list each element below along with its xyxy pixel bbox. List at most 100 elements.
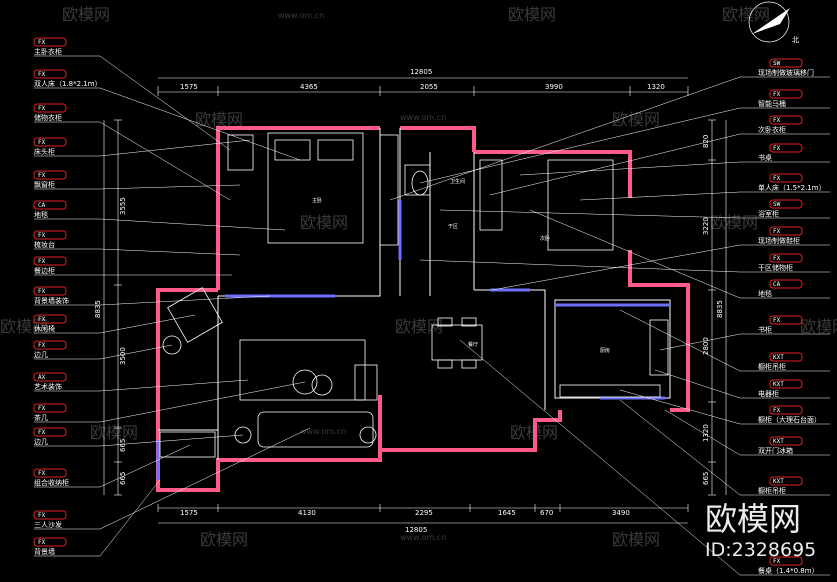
dim-right-total: 8835 <box>716 300 724 318</box>
legend-code-box <box>769 556 803 566</box>
watermark-brand: 欧模网 <box>508 5 556 24</box>
legend-code: CA <box>38 202 46 209</box>
legend-label: 双人床（1.8*2.1m） <box>34 79 102 88</box>
legend-code: FX <box>773 317 781 324</box>
legend-code-box <box>33 256 67 266</box>
legend-label: 次卧衣柜 <box>758 125 786 134</box>
legend-code-box <box>769 89 803 99</box>
room-bath: 卫生间 <box>450 178 465 185</box>
legend-label: 边几 <box>34 437 48 446</box>
room-second: 次卧 <box>540 235 550 242</box>
legend-code: FX <box>38 429 46 436</box>
legend-code: SW <box>773 201 781 208</box>
legend-label: 三人沙发 <box>34 520 62 529</box>
watermark-brand: 欧模网 <box>300 213 348 232</box>
legend-code: KXT <box>773 354 784 361</box>
legend-code: FX <box>38 512 46 519</box>
legend-code: FX <box>773 117 781 124</box>
dim-bottom-seg: 2295 <box>415 509 433 517</box>
legend-code: FX <box>38 258 46 265</box>
legend-label: 现场制做鞋柜 <box>758 236 800 245</box>
legend-code: FX <box>773 228 781 235</box>
watermark-brand: 欧模网 <box>800 317 837 336</box>
watermark-brand: 欧模网 <box>0 317 48 336</box>
legend-label: 书桌 <box>758 153 772 162</box>
legend-code: FX <box>773 558 781 565</box>
double-bed <box>267 132 364 244</box>
dim-right-seg: 665 <box>702 472 710 485</box>
legend-code-box <box>769 199 803 209</box>
dim-right-seg: 820 <box>702 135 710 148</box>
legend-code-box <box>769 143 803 153</box>
watermark-brand: 欧模网 <box>612 110 660 129</box>
watermark-brand: 欧模网 <box>90 423 138 442</box>
legend-code: FX <box>773 145 781 152</box>
legend-code: FX <box>773 255 781 262</box>
legend-code-box <box>769 476 803 486</box>
legend-code-box <box>33 468 67 478</box>
watermark-brand: 欧模网 <box>722 5 770 24</box>
compass: 北 <box>748 1 799 44</box>
dim-bottom-seg: 4130 <box>298 509 316 517</box>
legend-code-box <box>33 286 67 296</box>
legend-code-box <box>769 405 803 415</box>
legend-code: FX <box>38 71 46 78</box>
legend-label: 餐桌（1.4*0.8m） <box>758 566 819 575</box>
room-labels: 主卧 卫生间 干区 次卧 厨房 餐厅 <box>312 178 610 354</box>
dim-left-total: 8835 <box>94 300 102 318</box>
dim-right-seg: 1320 <box>702 424 710 442</box>
legend-code-box <box>33 137 67 147</box>
legend-code: FX <box>38 342 46 349</box>
legend-code: FX <box>38 105 46 112</box>
legend-code: FX <box>38 470 46 477</box>
legend-code-box <box>769 115 803 125</box>
watermark-brand: 欧模网 <box>395 317 443 336</box>
legend-code: FX <box>38 232 46 239</box>
legend-code-box <box>769 253 803 263</box>
dim-top-seg: 4365 <box>300 83 318 91</box>
legend-code-box <box>769 279 803 289</box>
legend-label: 储物衣柜 <box>34 113 62 122</box>
legend-code-box <box>769 379 803 389</box>
watermark-url: www.om.cn <box>400 533 446 542</box>
legend-label: 书柜 <box>758 325 772 334</box>
dim-left-seg: 3500 <box>119 347 127 365</box>
legend-code-box <box>769 58 803 68</box>
legend-code-box <box>33 510 67 520</box>
legend-label: 现场制做玻璃移门 <box>758 68 814 77</box>
legend-code: FX <box>38 39 46 46</box>
legend-code-box <box>33 403 67 413</box>
legend-label: 床头柜 <box>34 147 55 156</box>
furniture <box>159 132 669 458</box>
legend-code-box <box>33 340 67 350</box>
legend-code-box <box>33 230 67 240</box>
dim-bottom-seg: 3490 <box>612 509 630 517</box>
room-dry: 干区 <box>448 224 458 230</box>
dim-bottom-seg: 1575 <box>180 509 198 517</box>
dimension-lines <box>103 77 727 524</box>
dim-bottom-seg: 1645 <box>498 509 516 517</box>
legend-label: 休闲椅 <box>34 324 55 333</box>
watermark-url: www.om.cn <box>278 11 324 20</box>
legend-code-box <box>33 200 67 210</box>
dim-left-seg: 665 <box>119 439 127 452</box>
legend-right: SW现场制做玻璃移门FX智能马桶FX次卧衣柜FX书桌FX单人床（1.5*2.1m… <box>758 58 826 575</box>
room-dining: 餐厅 <box>468 341 478 348</box>
legend-code-box <box>33 103 67 113</box>
legend-label: 双开门冰箱 <box>758 446 793 455</box>
legend-label: 茶几 <box>34 413 48 422</box>
watermark-big-brand: 欧模网 <box>705 500 801 538</box>
legend-code-box <box>33 372 67 382</box>
legend-code: FX <box>38 405 46 412</box>
legend-label: 地毯 <box>758 289 772 298</box>
legend-code: FX <box>38 288 46 295</box>
room-master: 主卧 <box>312 197 322 204</box>
watermark-brand: 欧模网 <box>612 530 660 549</box>
watermark-brand: 欧模网 <box>710 213 758 232</box>
legend-code: FX <box>38 539 46 546</box>
legend-code-box <box>769 315 803 325</box>
legend-label: 地毯 <box>34 210 48 219</box>
inner-walls <box>158 128 671 460</box>
legend-label: 边几 <box>34 350 48 359</box>
